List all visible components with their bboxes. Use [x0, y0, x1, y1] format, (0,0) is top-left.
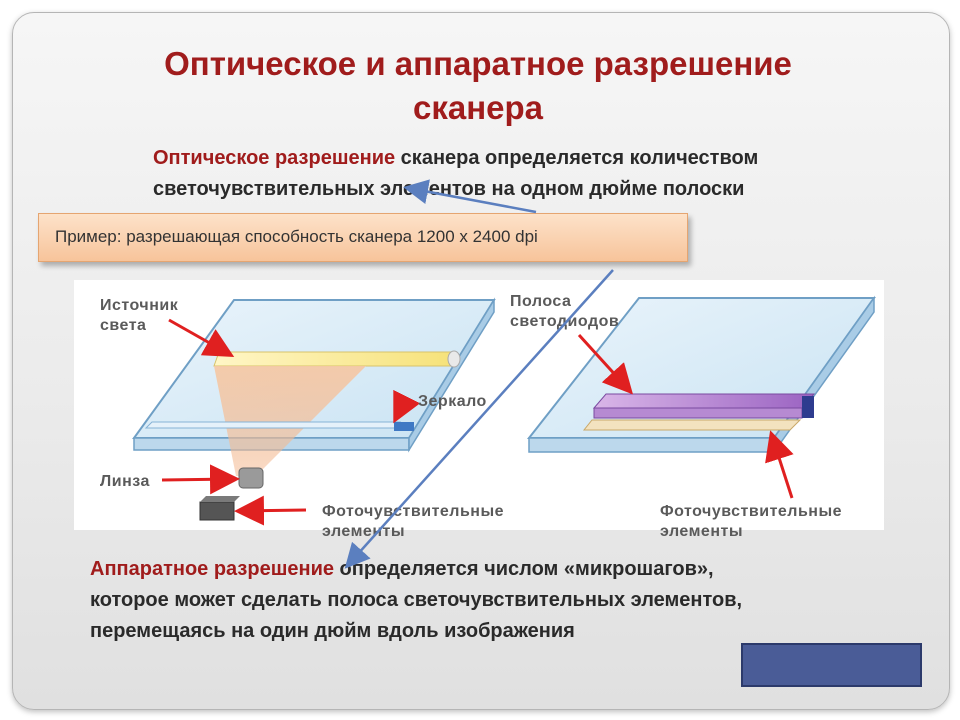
label-photo-elements-right-line1: Фоточувствительные [660, 503, 843, 520]
optical-line2: светочувствительных элементов на одном д… [153, 178, 745, 200]
hardware-line1-rest: определяется числом «микрошагов», [334, 558, 714, 580]
label-led-strip-line1: Полоса [510, 293, 572, 310]
hardware-resolution-text: Аппаратное разрешение определяется число… [90, 554, 742, 647]
right-scanner [526, 295, 876, 499]
slide-title-line2: сканера [412, 89, 544, 126]
optical-line1: Оптическое разрешение сканера определяет… [153, 143, 758, 174]
label-light-source-line1: Источник [100, 297, 179, 314]
optical-resolution-text: Оптическое разрешение сканера определяет… [153, 143, 758, 205]
label-lens: Линза [100, 473, 150, 490]
label-photo-elements-left: Фоточувствительные элементы [322, 502, 504, 542]
label-photo-elements-left-line2: элементы [322, 523, 405, 540]
slide-title: Оптическое и аппаратное разрешение скане… [60, 42, 896, 130]
label-light-source-line2: света [100, 317, 147, 334]
example-callout: Пример: разрешающая способность сканера … [38, 213, 688, 262]
label-mirror: Зеркало [418, 393, 487, 410]
label-photo-elements-left-line1: Фоточувствительные [322, 503, 505, 520]
label-led-strip: Полоса светодиодов [510, 292, 619, 332]
hardware-line3: перемещаясь на один дюйм вдоль изображен… [90, 620, 575, 642]
hardware-line1: Аппаратное разрешение определяется число… [90, 554, 742, 585]
next-slide-button[interactable] [741, 643, 922, 687]
scanner-illustration: Источник света Зеркало Линза Фоточувстви… [74, 280, 884, 540]
hardware-line2: которое может сделать полоса светочувств… [90, 589, 743, 611]
example-text: Пример: разрешающая способность сканера … [55, 227, 538, 246]
label-photo-elements-right: Фоточувствительные элементы [660, 502, 842, 542]
optical-line1-rest: сканера определяется количеством [395, 147, 759, 169]
hardware-resolution-term: Аппаратное разрешение [90, 558, 334, 580]
label-led-strip-line2: светодиодов [510, 313, 620, 330]
label-light-source: Источник света [100, 296, 178, 336]
slide-title-line1: Оптическое и аппаратное разрешение [164, 45, 792, 82]
label-photo-elements-right-line2: элементы [660, 523, 743, 540]
optical-resolution-term: Оптическое разрешение [153, 147, 396, 169]
